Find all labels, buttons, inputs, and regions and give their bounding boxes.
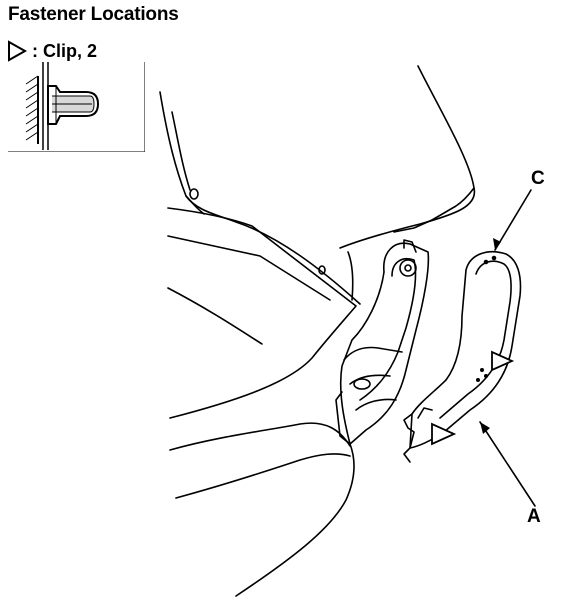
wall-hatch bbox=[25, 75, 39, 141]
callout-a: A bbox=[527, 506, 541, 527]
legend-label: : Clip, 2 bbox=[32, 40, 98, 61]
recliner-bracket bbox=[339, 242, 430, 445]
hinge-cover-a bbox=[409, 250, 522, 449]
seat-cushion-outline bbox=[167, 207, 357, 419]
clip-detail-inset bbox=[8, 62, 145, 152]
leader-c bbox=[494, 189, 532, 251]
fastener-legend: : Clip, 2 bbox=[6, 38, 97, 64]
callout-c: C bbox=[531, 168, 545, 189]
seat-back-outline bbox=[159, 91, 361, 305]
clip-triangle-icon bbox=[8, 40, 28, 62]
diagram-title: Fastener Locations bbox=[8, 4, 179, 25]
leader-a bbox=[479, 421, 536, 507]
clip-marker-2 bbox=[431, 422, 457, 446]
clip-marker-1 bbox=[491, 350, 515, 372]
